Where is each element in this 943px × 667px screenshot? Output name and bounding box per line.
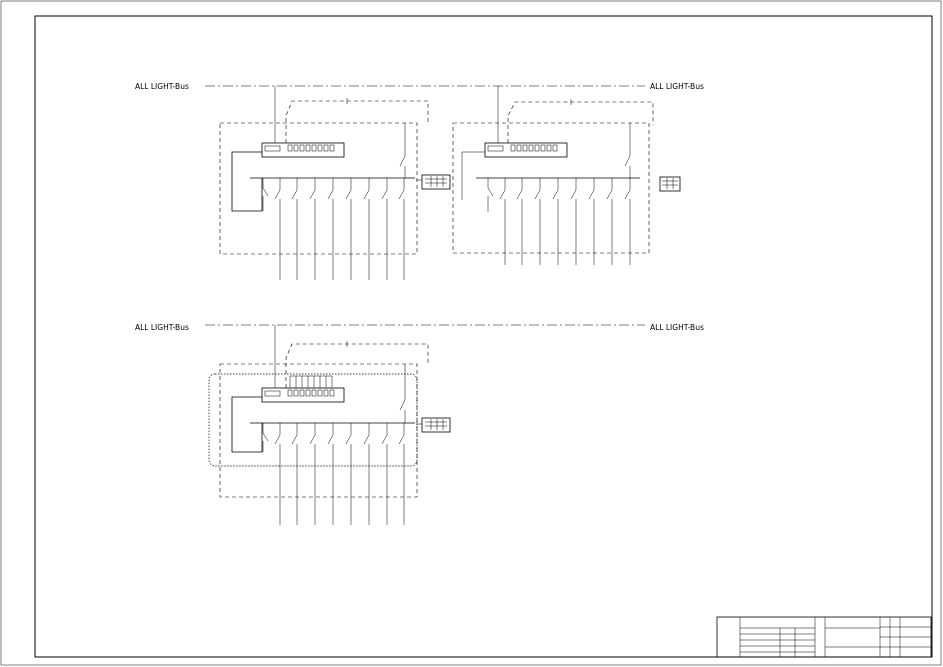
- panel-1-keypad: [421, 174, 451, 190]
- panel-3-jumpers: [289, 375, 333, 388]
- panel-3: [208, 325, 451, 525]
- panel-1-controller: [261, 142, 345, 158]
- bus-line-top: ALL LIGHT-Bus ALL LIGHT-Bus: [135, 82, 704, 91]
- bus-label-top-left: ALL LIGHT-Bus: [135, 82, 189, 91]
- panel-2-feeders: [487, 178, 631, 265]
- panel-2-boundary: [452, 122, 650, 254]
- panel-2-keypad: [659, 176, 681, 192]
- title-block: [716, 616, 932, 658]
- bus-label-bottom-right: ALL LIGHT-Bus: [650, 323, 704, 332]
- panel-1: [219, 86, 451, 280]
- panel-3-controller-slots: [264, 389, 335, 397]
- bus-line-bottom: ALL LIGHT-Bus ALL LIGHT-Bus: [135, 323, 704, 332]
- panel-2-controller: [484, 142, 568, 158]
- bus-label-top-right: ALL LIGHT-Bus: [650, 82, 704, 91]
- panel-1-feeders: [262, 178, 405, 280]
- panel-3-keypad: [421, 417, 451, 433]
- panel-1-boundary: [219, 122, 418, 255]
- panel-2-controller-slots: [487, 144, 558, 152]
- inner-frame: [34, 15, 933, 658]
- panel-1-controller-slots: [264, 144, 335, 152]
- panel-2: [452, 86, 681, 265]
- panel-3-boundary: [219, 363, 418, 498]
- panel-3-controller: [261, 387, 345, 403]
- bus-label-bottom-left: ALL LIGHT-Bus: [135, 323, 189, 332]
- panel-3-feeders: [262, 423, 405, 525]
